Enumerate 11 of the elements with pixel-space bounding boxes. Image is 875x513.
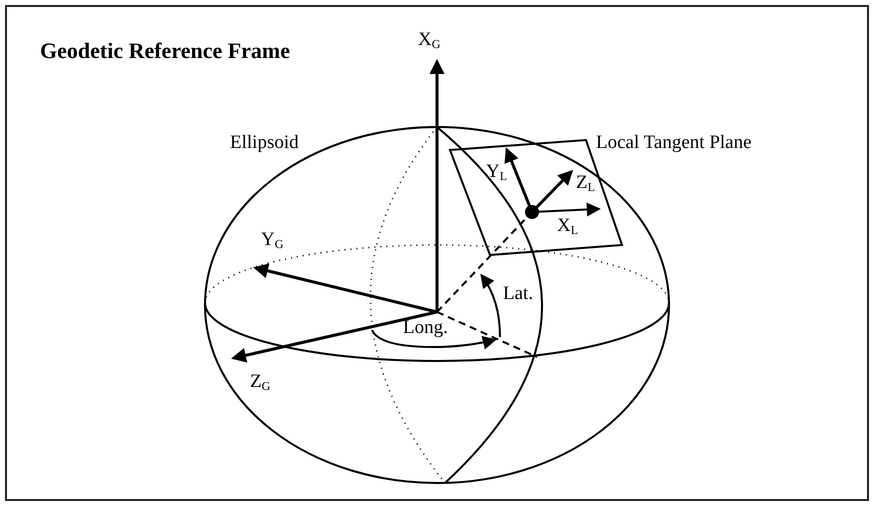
axis-label: Y$_{L}$ — [486, 162, 508, 181]
diagram-title: Geodetic Reference Frame — [40, 40, 290, 62]
surface-label: Ellipsoid — [230, 133, 299, 152]
plane-label: Local Tangent Plane — [596, 133, 752, 152]
angle-label: Lat. — [503, 284, 534, 303]
axis-label: Y$_{G}$ — [261, 230, 284, 249]
angle-label: Long. — [403, 318, 448, 337]
axis-label: X$_{G}$ — [418, 30, 440, 49]
axis-label: Z$_{G}$ — [250, 372, 270, 391]
axis-label: Z$_{L}$ — [576, 173, 595, 192]
axis-label: X$_{L}$ — [557, 216, 578, 235]
